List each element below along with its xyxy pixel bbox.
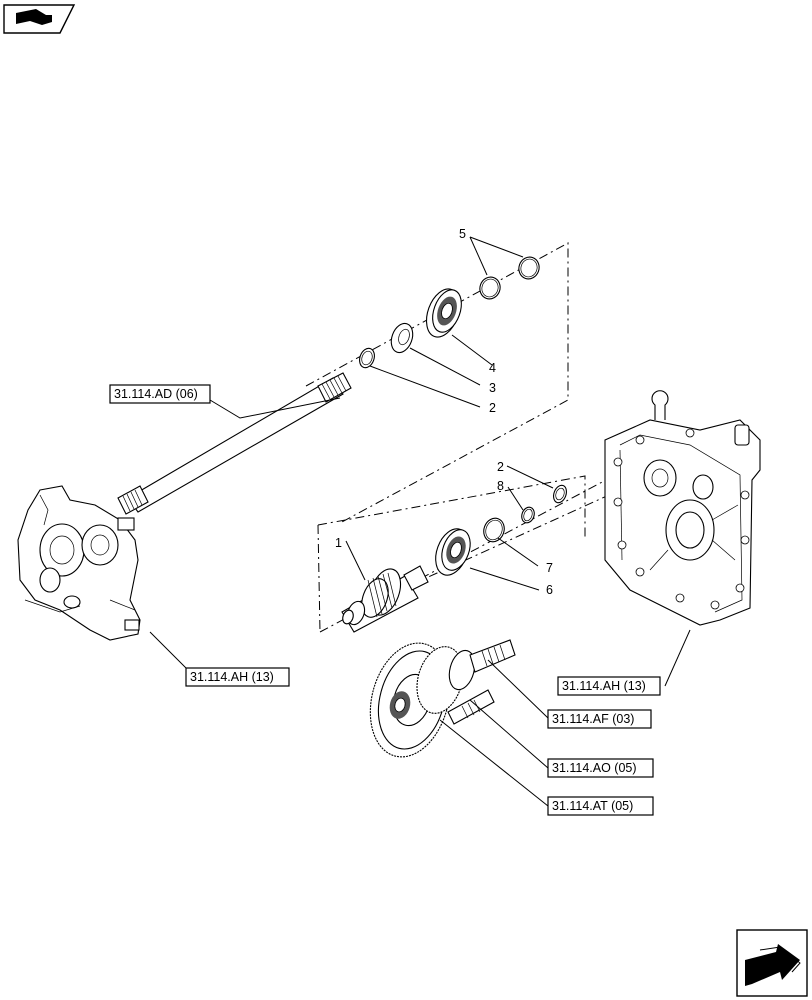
callout-6: 6 — [546, 583, 553, 597]
top-parts-group — [359, 256, 540, 369]
ref-ah13-right-label: 31.114.AH (13) — [562, 679, 646, 693]
callout-1: 1 — [335, 536, 342, 550]
ref-ah13-left[interactable]: 31.114.AH (13) — [185, 667, 290, 687]
gear-assembly — [369, 639, 516, 758]
callout-2-mid: 2 — [497, 460, 504, 474]
next-page-arrow-icon[interactable] — [736, 929, 808, 997]
ref-ao05[interactable]: 31.114.AO (05) — [547, 758, 654, 778]
callout-4: 4 — [489, 361, 496, 375]
callout-3: 3 — [489, 381, 496, 395]
ref-ah13-left-label: 31.114.AH (13) — [190, 670, 274, 684]
ref-ad06-label: 31.114.AD (06) — [114, 387, 198, 401]
callout-8: 8 — [497, 479, 504, 493]
ref-at05-label: 31.114.AT (05) — [552, 799, 633, 813]
callout-2-top: 2 — [489, 401, 496, 415]
left-gear-housing — [17, 485, 141, 641]
callout-5: 5 — [459, 227, 466, 241]
pinion-shaft — [341, 565, 429, 633]
output-shaft — [117, 372, 352, 515]
leader-lines — [149, 236, 691, 807]
ref-ah13-right[interactable]: 31.114.AH (13) — [557, 676, 661, 696]
ref-ao05-label: 31.114.AO (05) — [552, 761, 637, 775]
callout-7: 7 — [546, 561, 553, 575]
ref-af03[interactable]: 31.114.AF (03) — [547, 709, 652, 729]
ref-ad06[interactable]: 31.114.AD (06) — [109, 384, 211, 404]
middle-parts-group — [435, 484, 567, 576]
ref-at05[interactable]: 31.114.AT (05) — [547, 796, 654, 816]
right-gear-housing — [604, 390, 761, 626]
book-page-icon[interactable] — [3, 4, 76, 34]
ref-af03-label: 31.114.AF (03) — [552, 712, 634, 726]
